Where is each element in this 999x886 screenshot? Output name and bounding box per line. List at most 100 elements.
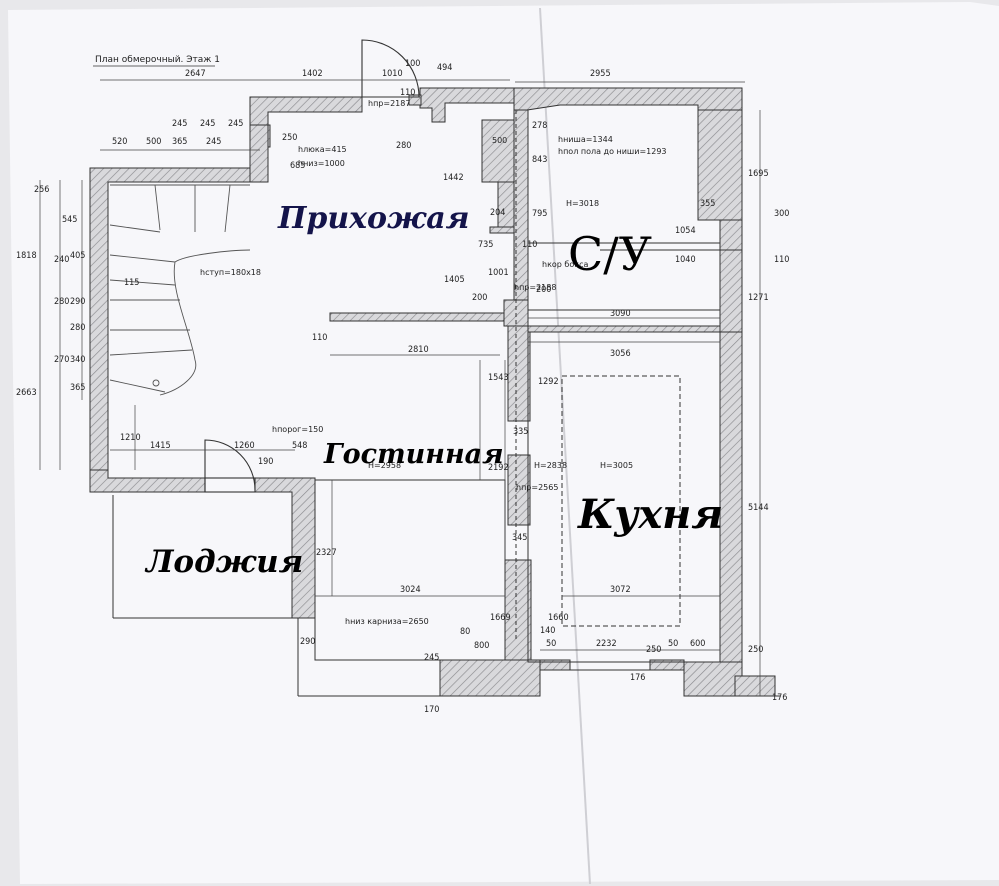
dim-label: 1001 [488, 268, 509, 278]
dim-label: 240 [54, 255, 69, 265]
dim-label: 548 [292, 441, 307, 451]
note-door2-height: hпр=2188 [514, 283, 556, 292]
dim-label: 795 [532, 209, 547, 219]
dim-label: 290 [300, 637, 315, 647]
dim-label: 1695 [748, 169, 769, 179]
dim-label: 100 [405, 59, 420, 69]
note-niche-floor: hпол пола до ниши=1293 [558, 147, 667, 156]
dim-label: 300 [774, 209, 789, 219]
note-box: hкор бокса [542, 260, 588, 269]
room-outlines [112, 110, 780, 697]
dim-label: 1818 [16, 251, 37, 261]
dim-label: 200 [536, 285, 551, 295]
dim-label: 600 [690, 639, 705, 649]
note-door-height: hпр=2187 [368, 99, 410, 108]
dim-label: 3056 [610, 349, 631, 359]
dim-label: 365 [172, 137, 187, 147]
paper-fold [539, 7, 591, 885]
staircase [109, 184, 251, 396]
dim-label: 843 [532, 155, 547, 165]
room-label-loggia: Лоджия [144, 544, 303, 580]
room-label-hall: Прихожая [277, 201, 470, 236]
note-bath-height: H=3018 [566, 199, 599, 208]
note-kitchen-height-1: H=2838 [534, 461, 567, 470]
dim-label: 1040 [675, 255, 696, 265]
dim-label: 1271 [748, 293, 769, 303]
dim-label: 1442 [443, 173, 464, 183]
dim-label: 50 [546, 639, 556, 649]
dim-label: 270 [54, 355, 69, 365]
note-vent-size: 500 [492, 136, 507, 145]
dim-label: 250 [748, 645, 763, 655]
dim-label: 1543 [488, 373, 509, 383]
dim-label: 405 [70, 251, 85, 261]
dim-label: 1402 [302, 69, 323, 79]
dim-label: 1210 [120, 433, 141, 443]
paper [8, 2, 999, 884]
dim-label: 176 [772, 693, 787, 703]
note-living-height: H=2958 [368, 461, 401, 470]
dim-label: 355 [700, 199, 715, 209]
dim-label: 340 [70, 355, 85, 365]
dim-label: 1260 [234, 441, 255, 451]
dim-label: 685 [290, 161, 305, 171]
room-labels: Прихожая С/У Гостинная Лоджия Кухня [144, 201, 723, 580]
dim-label: 278 [532, 121, 547, 131]
room-label-living: Гостинная [323, 439, 504, 470]
dim-label: 115 [124, 278, 139, 288]
dim-label: 256 [34, 185, 49, 195]
dim-label: 3072 [610, 585, 631, 595]
note-kitchen-height-2: H=3005 [600, 461, 633, 470]
note-kitchen-door-height: hпр=2565 [516, 483, 558, 492]
dim-label: 200 [472, 293, 487, 303]
dim-label: 500 [146, 137, 161, 147]
dim-label: 245 [228, 119, 243, 129]
dim-label: 245 [200, 119, 215, 129]
dim-label: 190 [258, 457, 273, 467]
walls [89, 87, 776, 697]
dim-label: 545 [62, 215, 77, 225]
dim-label: 335 [513, 427, 528, 437]
dim-label: 3024 [400, 585, 421, 595]
dim-label: 110 [522, 240, 537, 250]
note-niche-height: hниша=1344 [558, 135, 613, 144]
dimension-lines [39, 79, 761, 696]
dim-label: 1415 [150, 441, 171, 451]
dim-label: 345 [512, 533, 527, 543]
dim-label: 204 [490, 208, 505, 218]
note-threshold: hпорог=150 [272, 425, 323, 434]
dim-label: 494 [437, 63, 452, 73]
dimension-labels: 2647 1402 1010 100 494 2955 520 500 365 … [16, 59, 789, 715]
dim-label: 245 [424, 653, 439, 663]
dim-label: 280 [54, 297, 69, 307]
dim-label: 1660 [548, 613, 569, 623]
dim-label: 1405 [444, 275, 465, 285]
room-label-bath: С/У [568, 227, 652, 281]
dim-label: 140 [540, 626, 555, 636]
dim-label: 110 [400, 88, 415, 98]
dim-label: 2955 [590, 69, 611, 79]
dim-label: 1292 [538, 377, 559, 387]
note-stair-step: hступ=180x18 [200, 268, 261, 277]
dim-label: 250 [646, 645, 661, 655]
dim-label: 110 [312, 333, 327, 343]
dim-label: 5144 [748, 503, 769, 513]
dim-label: 1054 [675, 226, 696, 236]
note-hatch-bottom: hниз=1000 [298, 159, 345, 168]
dim-label: 2192 [488, 463, 509, 473]
dim-label: 1010 [382, 69, 403, 79]
annotations: hпр=2187 hлюка=415 hниз=1000 hниша=1344 … [200, 99, 667, 626]
note-cornice: hниз карниза=2650 [345, 617, 429, 626]
dim-label: 800 [474, 641, 489, 651]
dim-label: 50 [668, 639, 678, 649]
dim-label: 280 [70, 323, 85, 333]
dim-label: 290 [70, 297, 85, 307]
dim-label: 280 [396, 141, 411, 151]
dim-label: 2232 [596, 639, 617, 649]
dim-label: 365 [70, 383, 85, 393]
dim-label: 245 [172, 119, 187, 129]
plan-title: План обмерочный. Этаж 1 [95, 55, 220, 65]
dim-label: 170 [424, 705, 439, 715]
note-hatch-height: hлюка=415 [298, 145, 347, 154]
dim-label: 80 [460, 627, 470, 637]
